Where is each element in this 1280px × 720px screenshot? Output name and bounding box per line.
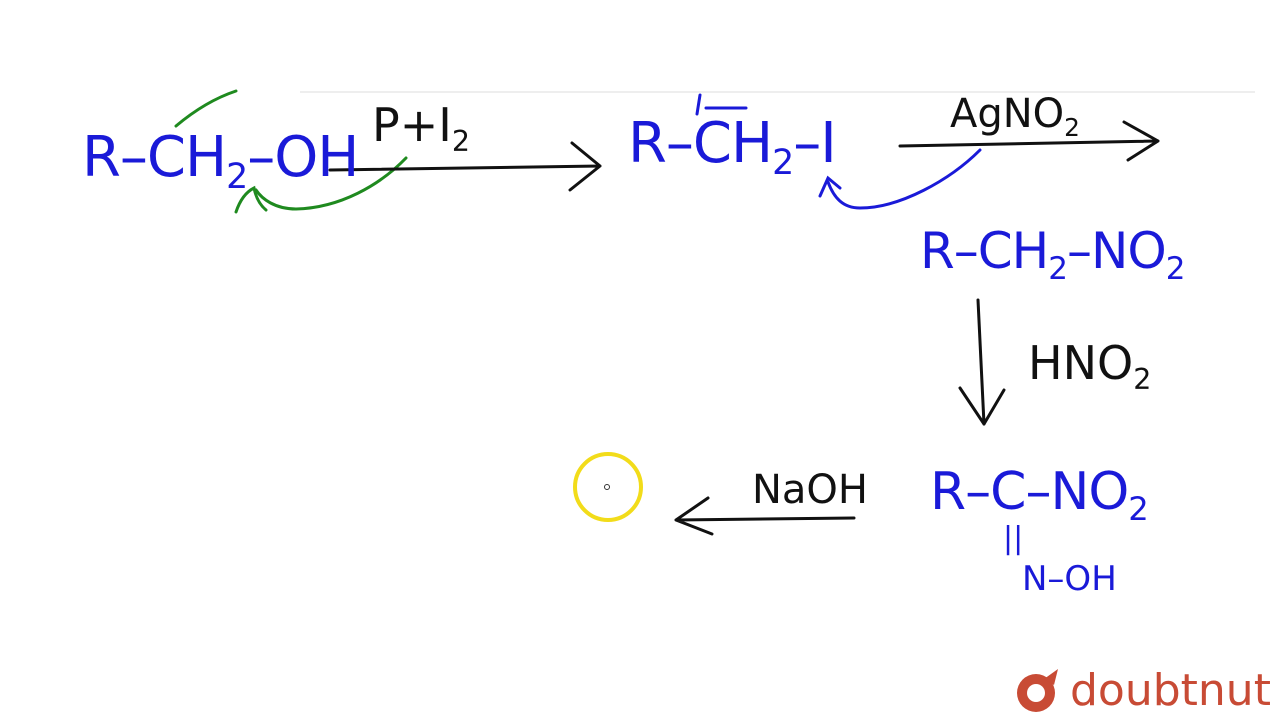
oxime-group: N–OH: [1022, 559, 1117, 599]
blue-bond-mark: [695, 93, 748, 116]
arrow-step4: [674, 496, 856, 536]
nitrolic-acid: R–C–NO2: [930, 462, 1149, 529]
doubtnut-logo-icon: [1017, 669, 1058, 712]
green-annotation: [174, 89, 408, 214]
pointer-ring-icon: [573, 452, 643, 522]
blue-annotation: [695, 93, 982, 210]
green-arrow-head: [234, 185, 268, 214]
reactant-alcohol: R–CH2–OH: [82, 125, 359, 198]
alkyl-iodide: R–CH2–I: [628, 111, 837, 184]
arrow-step2: [898, 120, 1160, 162]
brand-name: doubtnut: [1070, 664, 1271, 716]
arrow-step1: [328, 141, 602, 192]
green-curved-arrow: [254, 156, 408, 211]
double-bond-mark: ||: [1003, 521, 1024, 556]
blue-arrow-head: [818, 175, 842, 198]
reagent-sodium-hydroxide: NaOH: [752, 467, 868, 513]
brand-logo: doubtnut: [1014, 662, 1271, 718]
nitroalkane: R–CH2–NO2: [920, 222, 1185, 287]
reagent-silver-nitrite: AgNO2: [950, 91, 1080, 142]
pointer-dot-icon: [604, 484, 610, 490]
arrow-step3: [958, 298, 1006, 426]
reagent-p-iodine: P+I2: [372, 98, 471, 158]
reaction-arrows: [328, 120, 1160, 536]
blue-curved-arrow: [826, 148, 982, 210]
reagent-nitrous-acid: HNO2: [1028, 336, 1152, 396]
green-bond-tick: [174, 89, 238, 128]
